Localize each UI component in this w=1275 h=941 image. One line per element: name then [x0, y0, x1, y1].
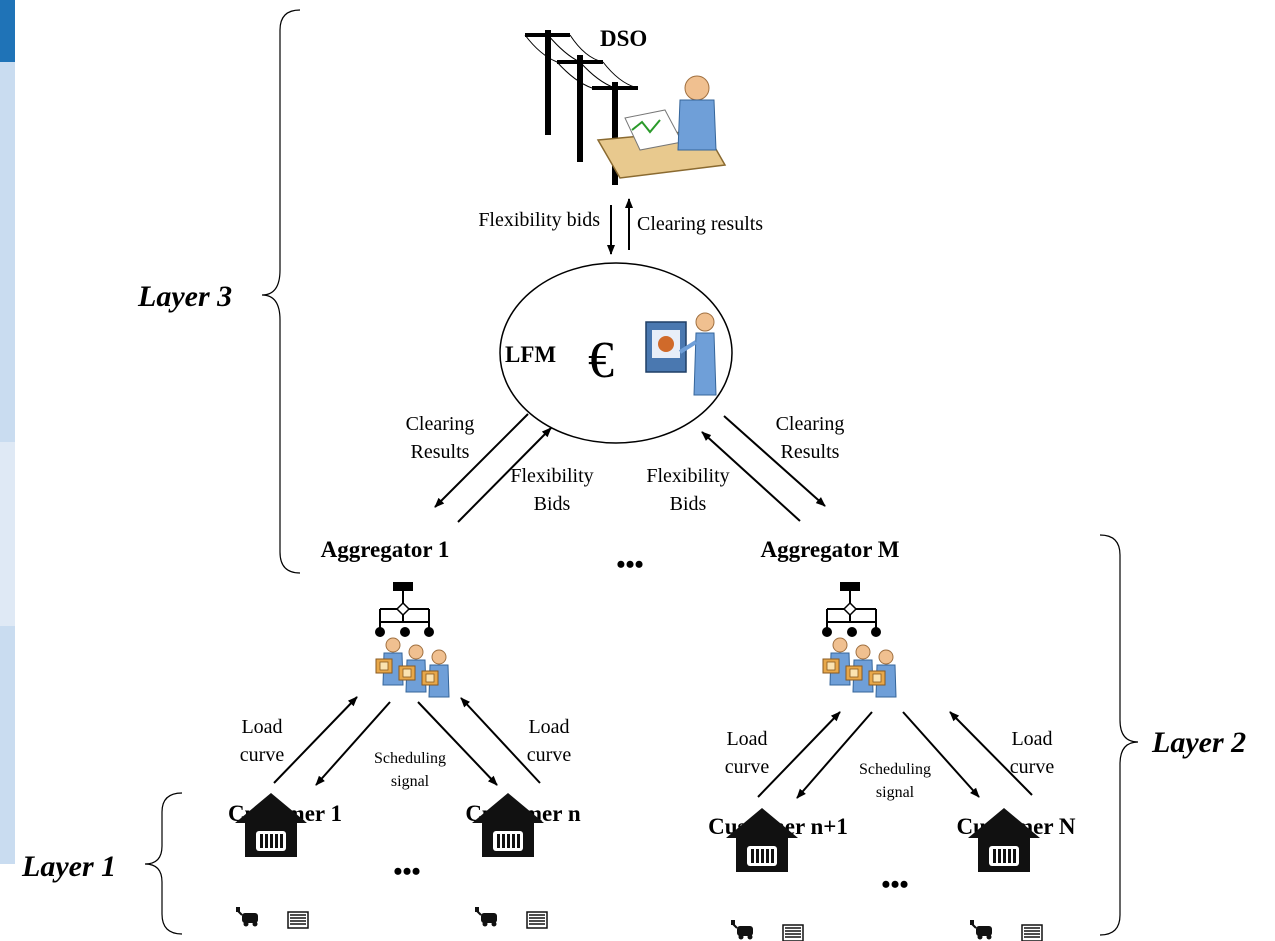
layer-1-brace [144, 792, 183, 935]
flexibility-label-left-1: Flexibility [510, 465, 593, 487]
load-label-4a: Load [1011, 728, 1052, 750]
aggregator1-to-lfm-flexibility-arrow [457, 427, 552, 523]
side-strip-accent [0, 0, 15, 62]
scheduling-label-1a: Scheduling [374, 750, 446, 767]
ev-icon [969, 919, 993, 941]
load-label-3b: curve [725, 756, 770, 778]
clearing-label-right-1: Clearing [776, 413, 845, 435]
load-label-3a: Load [726, 728, 767, 750]
scheduling-label-2b: signal [876, 784, 915, 801]
customer1-load-curve-arrow [273, 696, 358, 784]
lfm-ellipse [499, 262, 733, 444]
customern-load-curve-arrow [460, 697, 541, 784]
load-label-1b: curve [240, 744, 285, 766]
lfm-to-aggregator1-clearing-arrow [434, 413, 529, 508]
ev-icon [730, 919, 754, 941]
load-label-1a: Load [241, 716, 282, 738]
load-label-4b: curve [1010, 756, 1055, 778]
dso-label: DSO [600, 26, 647, 51]
lfm-to-aggregatorM-clearing-arrow [723, 415, 826, 507]
layer-3-label: Layer 3 [137, 280, 232, 313]
side-strip [0, 0, 15, 864]
appliance-icon [287, 911, 309, 929]
ev-icon [235, 906, 259, 928]
flexibility-label-left-2: Bids [534, 493, 571, 515]
customer-ellipsis-left: ••• [393, 857, 420, 886]
customerN-load-curve-arrow [949, 711, 1033, 796]
appliance-icon [782, 924, 804, 941]
scheduling-label-2a: Scheduling [859, 761, 931, 778]
lfm-label: LFM [505, 342, 556, 367]
aggregatorM-to-customerN-schedule-arrow [902, 711, 980, 798]
layer-1-label: Layer 1 [21, 850, 116, 883]
flexibility-bids-label: Flexibility bids [478, 209, 600, 231]
side-strip-band [0, 62, 15, 442]
aggregator-m-icon [822, 582, 897, 698]
aggregator1-to-customern-schedule-arrow [417, 701, 498, 786]
appliance-icon [1021, 924, 1043, 941]
aggregator-1-icon [375, 582, 450, 698]
aggregatorM-to-lfm-flexibility-arrow [701, 431, 801, 522]
clearing-label-left-1: Clearing [406, 413, 475, 435]
aggregator-ellipsis: ••• [616, 550, 643, 579]
presenter-icon [645, 312, 717, 396]
clearing-results-label: Clearing results [637, 213, 763, 235]
dso-icon [524, 30, 727, 185]
appliance-icon [526, 911, 548, 929]
ev-icon [474, 906, 498, 928]
clearing-label-left-2: Results [411, 441, 470, 463]
euro-icon: € [588, 332, 614, 389]
flexibility-label-right-1: Flexibility [646, 465, 729, 487]
side-strip-band-lower [0, 626, 15, 864]
load-label-2a: Load [528, 716, 569, 738]
customern1-load-curve-arrow [757, 711, 841, 798]
clearing-label-right-2: Results [781, 441, 840, 463]
customer-ellipsis-right: ••• [881, 870, 908, 899]
aggregator-m-label: Aggregator M [760, 537, 899, 562]
scheduling-label-1b: signal [391, 773, 430, 790]
flexibility-label-right-2: Bids [670, 493, 707, 515]
load-label-2b: curve [527, 744, 572, 766]
aggregator1-to-customer1-schedule-arrow [315, 701, 391, 786]
layer-3-brace [261, 9, 301, 574]
layer-2-label: Layer 2 [1151, 726, 1246, 759]
aggregatorM-to-customern1-schedule-arrow [796, 711, 873, 799]
layer-2-brace [1099, 534, 1139, 936]
aggregator-1-label: Aggregator 1 [321, 537, 450, 562]
